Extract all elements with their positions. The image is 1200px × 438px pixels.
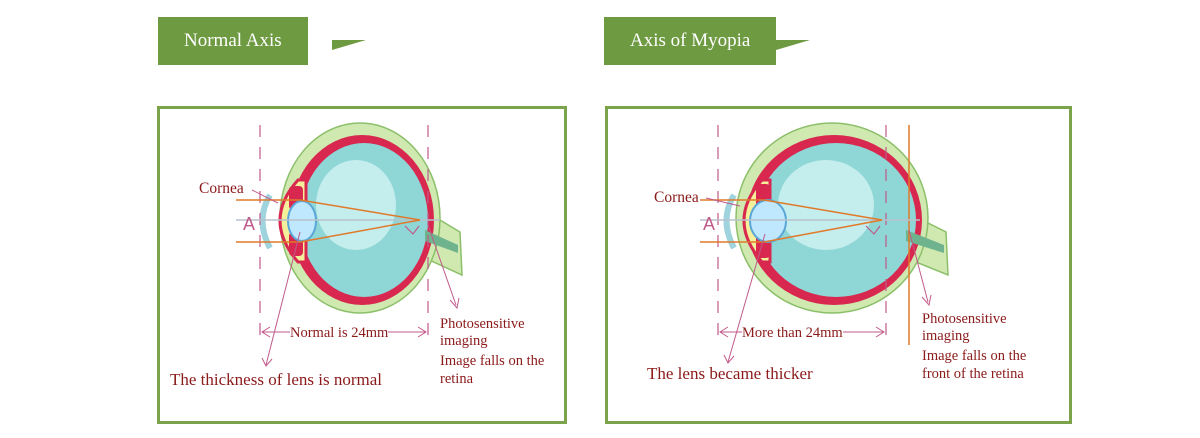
measure-label: More than 24mm [742,325,843,342]
image-falls-label: Image falls on the [440,353,545,369]
cornea-label: Cornea [654,189,699,206]
panel-title: Normal Axis [158,17,308,65]
panel-header: Normal Axis [158,17,368,65]
axis-letter: A [243,214,256,234]
lens-label: The lens became thicker [647,364,813,383]
image-falls-label: Image falls on the [922,348,1027,364]
cornea-label: Cornea [199,180,244,197]
panel-header: Axis of Myopia [604,17,824,65]
panel-title: Axis of Myopia [604,17,777,65]
tab-tail [776,40,810,50]
front-of-retina-label: front of the retina [922,366,1024,382]
lens-label: The thickness of lens is normal [170,370,382,389]
tab-tail [332,40,366,50]
imaging-label: imaging [440,333,488,349]
photosensitive-label: Photosensitive [440,316,525,332]
measure-label: Normal is 24mm [290,325,389,342]
axis-letter: A [703,214,716,234]
retina-label: retina [440,371,474,387]
photosensitive-label: Photosensitive [922,311,1007,327]
imaging-label: imaging [922,328,970,344]
